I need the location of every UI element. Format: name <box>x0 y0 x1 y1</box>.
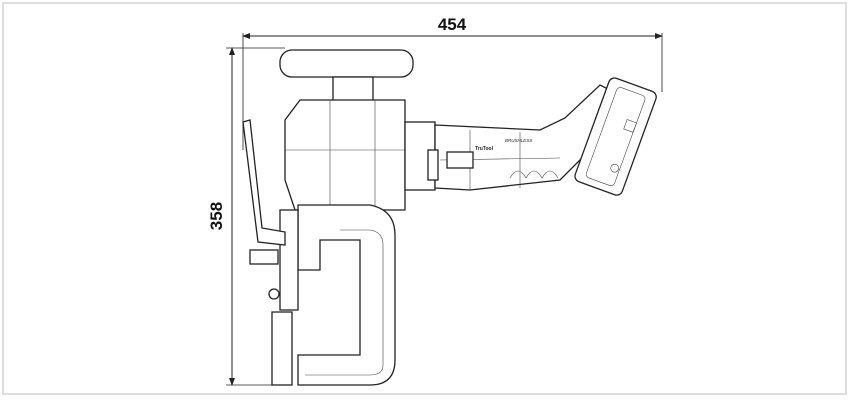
battery-pack <box>574 77 657 196</box>
top-knob <box>279 49 414 78</box>
die-holder <box>271 311 293 386</box>
brand-badge <box>446 151 474 169</box>
motor-label: BRUSHLESS <box>505 138 532 143</box>
knob-stem <box>332 76 374 103</box>
width-dimension-label: 454 <box>438 15 467 34</box>
brand-label: TruTool <box>475 146 494 152</box>
punch-holder <box>279 209 299 311</box>
height-dimension-label: 358 <box>207 202 226 230</box>
guide-plate <box>242 119 286 246</box>
punch-nut <box>268 288 280 300</box>
gear-head <box>284 99 406 211</box>
height-dimension: 358 <box>207 47 290 386</box>
nibbler-tool: TruTool BRUSHLESS <box>242 49 657 386</box>
vent-slots <box>427 149 439 181</box>
drawing-frame <box>2 2 847 395</box>
adjustment-screw <box>249 249 279 265</box>
grip-ridges <box>509 170 559 179</box>
c-frame <box>297 204 396 386</box>
width-dimension: 454 <box>242 15 663 150</box>
